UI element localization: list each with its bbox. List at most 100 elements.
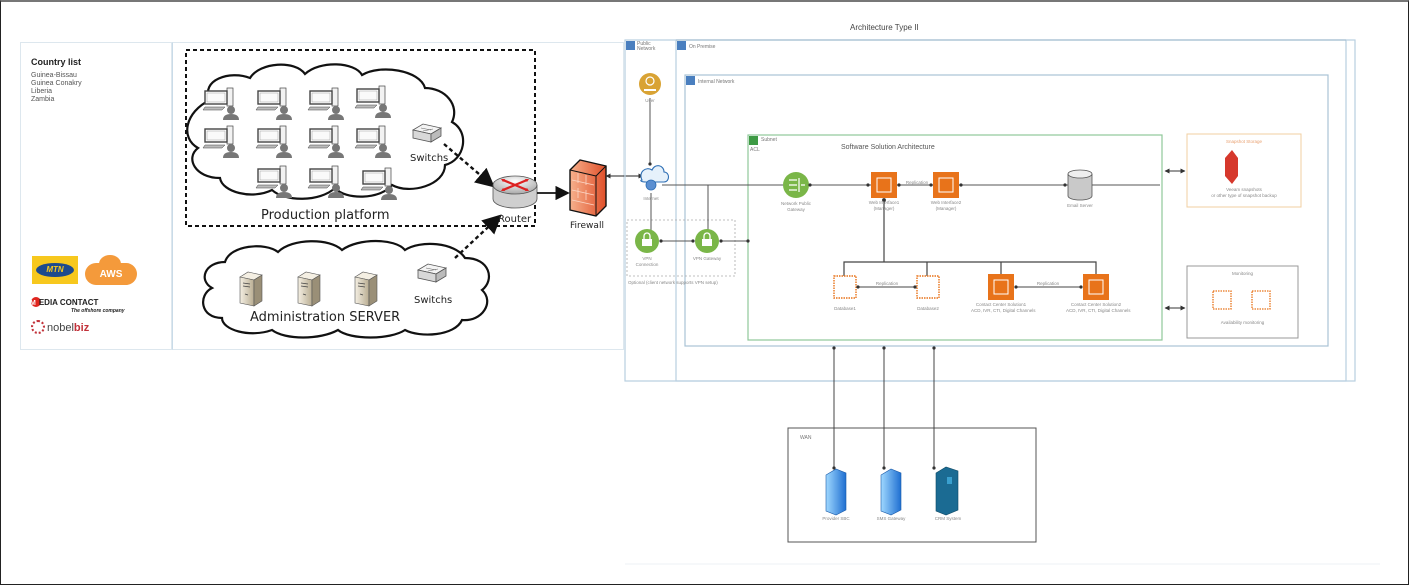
contact-center2-icon [1083, 274, 1109, 300]
on-premise-label: On Premise [689, 44, 716, 50]
aws-logo: AWS [85, 255, 137, 285]
firewall-label: Firewall [570, 221, 604, 231]
router-icon [492, 175, 538, 209]
contact-center2-sub: ACD, IVR, CTI, Digital Channels [1066, 308, 1131, 313]
public-network-label: Public Network [637, 41, 656, 52]
workstation-icon [255, 165, 292, 198]
server-icon [354, 271, 378, 307]
acl-label: ACL [750, 147, 760, 153]
subnet-boundary [747, 134, 1163, 341]
admin-switch-label: Switchs [414, 295, 453, 306]
contact-center1-icon [988, 274, 1014, 300]
internet-icon [640, 165, 670, 191]
monitoring-box [1186, 265, 1299, 339]
monitoring-icon [1251, 290, 1271, 310]
country-item: Zambia [31, 96, 55, 103]
router-label: Router [498, 214, 532, 225]
database1-label: Database1 [834, 306, 856, 311]
vpn-note: Optional (client network supports VPN se… [628, 280, 718, 285]
snapshot-line1: Veeam snapshots [1226, 187, 1262, 192]
database2-icon [916, 275, 940, 299]
user-label: User [645, 98, 655, 103]
contact-center2-label: Contact Center Solution2 [1070, 302, 1122, 307]
network-gateway-label: Network Public Gateway [780, 201, 811, 212]
nobelbiz-swirl-icon [31, 320, 45, 334]
user-icon [639, 73, 661, 95]
software-architecture-title: Software Solution Architecture [841, 144, 935, 151]
country-list-title: Country list [31, 57, 82, 67]
architecture-title: Architecture Type II [850, 23, 919, 32]
web-interface2-label: Web Interface2 (Manager) [930, 200, 962, 211]
wan-label: WAN [800, 435, 812, 441]
wan-box [787, 427, 1037, 543]
production-to-router-link [443, 143, 495, 188]
workstation-icon [354, 125, 391, 158]
production-platform-label: Production platform [261, 208, 390, 223]
crm-system-label: CRM System [934, 516, 962, 521]
web-interface1-label: Web Interface1 (Manager) [868, 200, 900, 211]
on-premise-icon [677, 41, 686, 50]
workstation-icon [255, 125, 292, 158]
server-icon [239, 271, 263, 307]
db-replication-label: Replication [875, 281, 899, 286]
database2-label: Database2 [917, 306, 939, 311]
crm-system-icon [935, 466, 959, 516]
media-contact-tagline: The offshore company [71, 308, 125, 314]
email-server-label: Email Server [1067, 203, 1093, 208]
availability-monitoring-label: Availability monitoring [1220, 320, 1265, 325]
subnet-lock-icon [749, 136, 758, 145]
vpn-connection-label: VPN Connection [635, 256, 659, 267]
snapshot-bucket-icon [1225, 150, 1238, 184]
workstation-icon [354, 85, 391, 118]
snapshot-storage-box [1186, 133, 1302, 208]
sms-gateway-icon [880, 468, 902, 516]
internet-label: Internet [643, 196, 659, 201]
web-replication-label: Replication [905, 180, 929, 185]
sms-gateway-label: SMS Gateway [876, 516, 906, 521]
mtn-logo: MTN [32, 256, 78, 284]
provider-sbc-icon [825, 468, 847, 516]
web-interface1-icon [871, 172, 897, 198]
production-switch-icon [411, 123, 443, 143]
admin-switch-icon [416, 263, 448, 283]
country-item: Guinea Conakry [31, 80, 82, 87]
database1-icon [833, 275, 857, 299]
subnet-label: Subnet [761, 137, 777, 143]
server-icon [297, 271, 321, 307]
workstation-icon [255, 87, 292, 120]
nobelbiz-logo: nobelbiz [31, 320, 89, 334]
internal-network-boundary [684, 74, 1329, 347]
workstation-icon [202, 125, 239, 158]
network-panel [172, 42, 624, 350]
snapshot-storage-title: Snapshot Storage [1225, 139, 1263, 144]
provider-sbc-label: Provider SBC [822, 516, 850, 521]
email-server-icon [1067, 169, 1093, 201]
admin-to-router-link [454, 214, 502, 259]
vpn-optional-boundary [626, 219, 736, 277]
workstation-icon [307, 165, 344, 198]
media-contact-dot-icon [31, 297, 41, 307]
monitoring-title: Monitoring [1231, 271, 1253, 276]
admin-cloud [202, 240, 491, 339]
workstation-icon [202, 87, 239, 120]
production-switch-label: Switchs [410, 153, 449, 164]
country-panel: Country list Guinea-Bissau Guinea Conakr… [20, 42, 172, 350]
admin-server-label: Administration SERVER [250, 310, 401, 325]
workstation-group [202, 85, 397, 200]
monitoring-icon [1212, 290, 1232, 310]
workstation-icon [307, 87, 344, 120]
internal-network-icon [686, 76, 695, 85]
workstation-icon [307, 125, 344, 158]
production-boundary [185, 49, 536, 227]
internal-network-label: Internal Network [698, 79, 735, 85]
public-network-icon [626, 41, 635, 50]
country-item: Guinea-Bissau [31, 72, 77, 79]
workstation-icon [360, 167, 397, 200]
firewall-icon [569, 159, 607, 217]
cc-replication-label: Replication [1036, 281, 1060, 286]
vpn-gateway-label: VPN Gateway [692, 256, 722, 261]
contact-center1-label: Contact Center Solution1 [975, 302, 1027, 307]
